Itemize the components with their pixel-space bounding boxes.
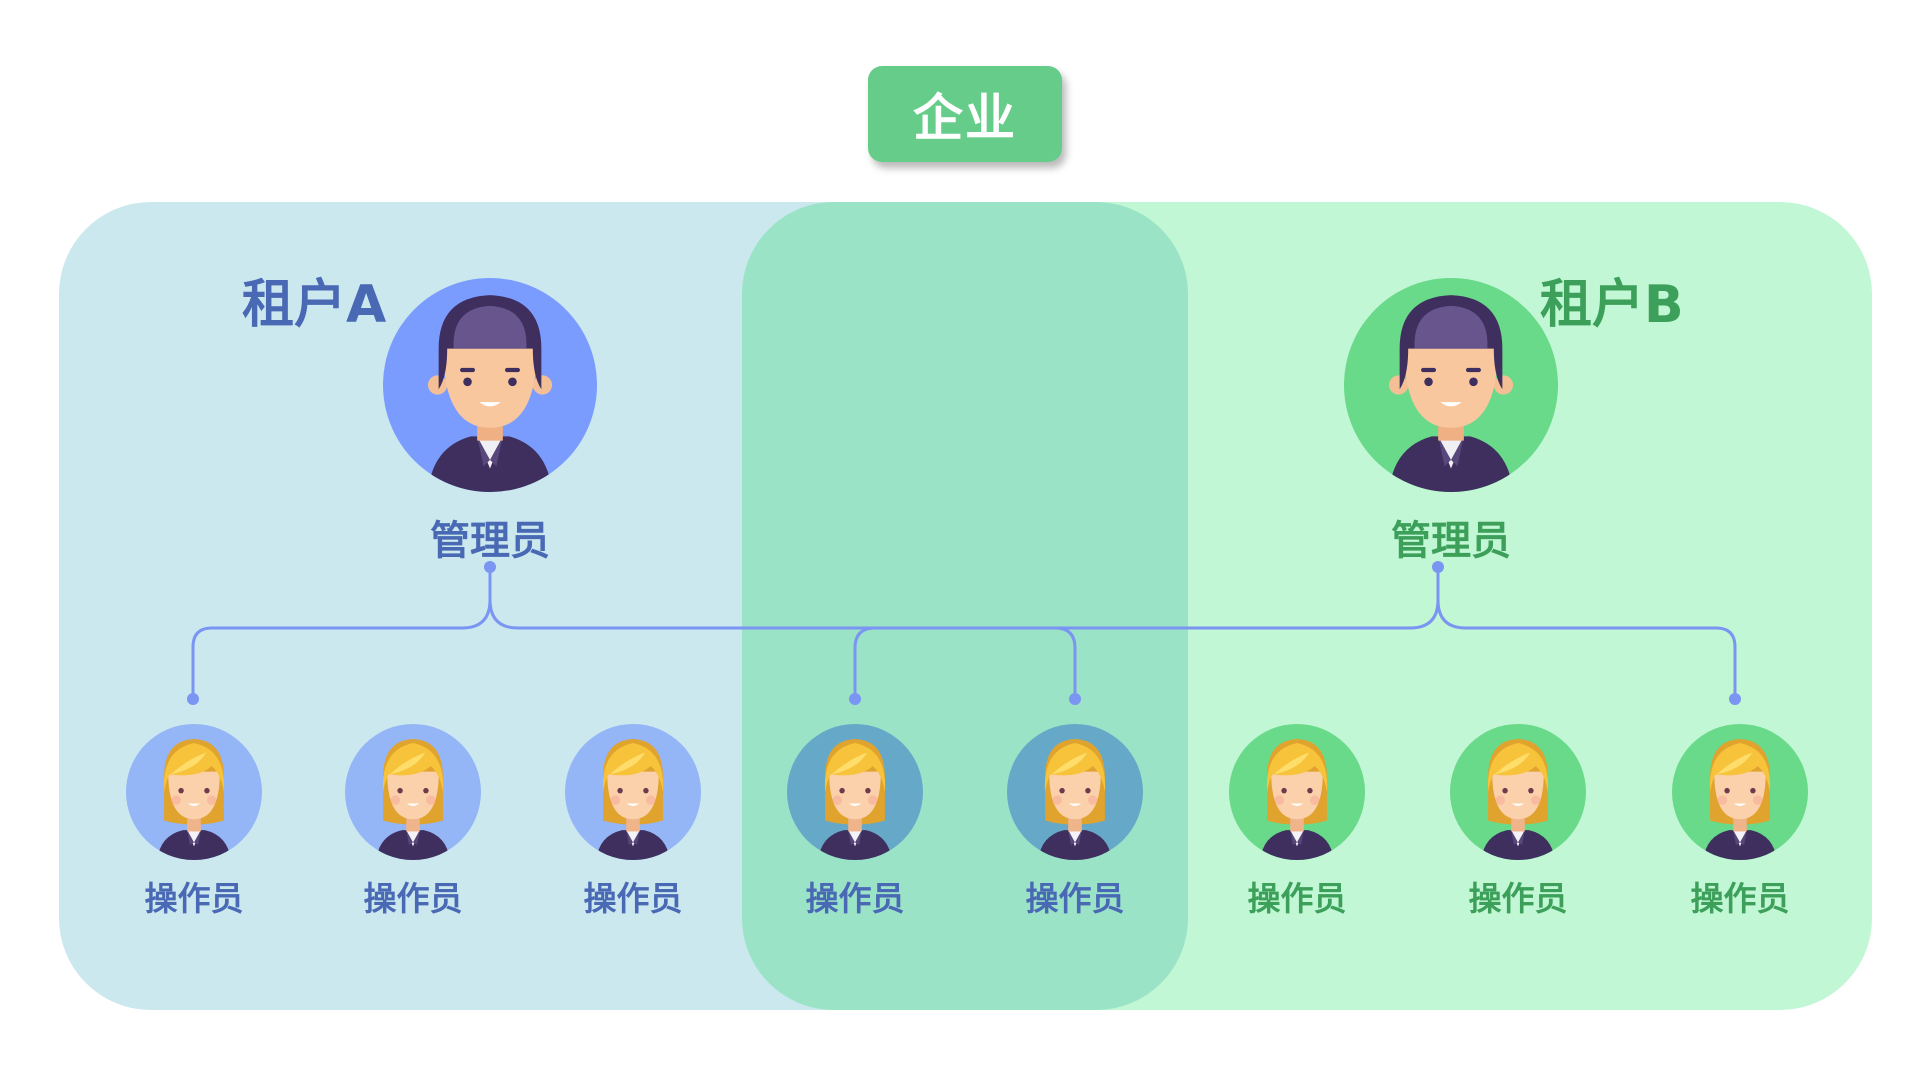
admin-a-label: 管理员: [430, 518, 550, 564]
connector-a-to-op1: [191, 599, 492, 698]
female-operator-avatar-icon: [345, 724, 481, 860]
operator-node: 操作员: [985, 724, 1165, 920]
operator-label: 操作员: [144, 879, 244, 918]
connector-dot-admin-a: [484, 561, 496, 573]
tenant-b-title: 租户B: [1540, 275, 1684, 335]
female-operator-avatar-icon: [126, 724, 262, 860]
operator-label: 操作员: [1025, 879, 1125, 918]
admin-b-node: 管理员: [1331, 278, 1571, 566]
operator-label: 操作员: [363, 879, 463, 918]
connector-dot-admin-b: [1432, 561, 1444, 573]
operator-label: 操作员: [805, 879, 905, 918]
male-admin-avatar-icon: [383, 278, 597, 492]
enterprise-box: 企业: [868, 66, 1062, 162]
connector-b-trunk: [518, 567, 1440, 630]
connector-dot-op1: [187, 693, 199, 705]
operator-node: 操作员: [1207, 724, 1387, 920]
operator-node: 操作员: [104, 724, 284, 920]
operator-node: 操作员: [1428, 724, 1608, 920]
female-operator-avatar-icon: [1450, 724, 1586, 860]
shared-overlap-region: [742, 202, 1188, 1010]
connector-dot-op8: [1729, 693, 1741, 705]
female-operator-avatar-icon: [1672, 724, 1808, 860]
operator-node: 操作员: [1650, 724, 1830, 920]
connector-a-to-shared: [518, 626, 1077, 698]
operator-node: 操作员: [765, 724, 945, 920]
female-operator-avatar-icon: [1007, 724, 1143, 860]
operator-node: 操作员: [543, 724, 723, 920]
connector-a-shared-split: [853, 626, 876, 698]
operator-label: 操作员: [1690, 879, 1790, 918]
admin-b-label: 管理员: [1391, 518, 1511, 564]
female-operator-avatar-icon: [787, 724, 923, 860]
connector-a-trunk: [488, 567, 519, 630]
connector-dot-op5: [1069, 693, 1081, 705]
female-operator-avatar-icon: [1229, 724, 1365, 860]
connector-dot-op4: [849, 693, 861, 705]
operator-label: 操作员: [1247, 879, 1347, 918]
female-operator-avatar-icon: [565, 724, 701, 860]
admin-a-node: 管理员: [370, 278, 610, 566]
male-admin-avatar-icon: [1344, 278, 1558, 492]
connector-b-to-op8: [1436, 599, 1737, 698]
tenant-a-title: 租户A: [242, 275, 387, 335]
operator-label: 操作员: [583, 879, 683, 918]
operator-node: 操作员: [323, 724, 503, 920]
operator-label: 操作员: [1468, 879, 1568, 918]
